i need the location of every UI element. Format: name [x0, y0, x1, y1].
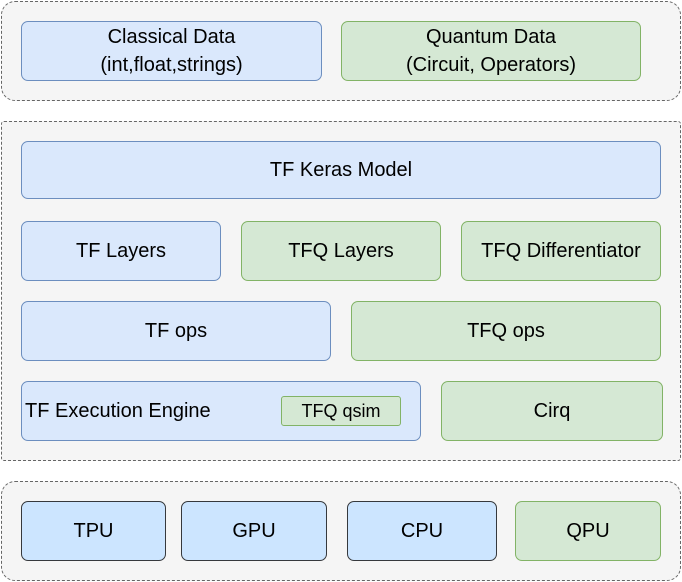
quantum-data-title: Quantum Data — [425, 26, 557, 48]
classical-data-box: Classical Data (int,float,strings) — [21, 21, 322, 81]
tfq-differentiator-box: TFQ Differentiator — [461, 221, 661, 281]
tf-execution-engine-label: TF Execution Engine — [25, 400, 211, 422]
gpu-label: GPU — [232, 520, 276, 542]
cpu-box: CPU — [347, 501, 497, 561]
qpu-box: QPU — [515, 501, 661, 561]
tfq-layers-box: TFQ Layers — [241, 221, 441, 281]
qpu-label: QPU — [566, 520, 610, 542]
tfq-differentiator-label: TFQ Differentiator — [481, 240, 641, 262]
gpu-box: GPU — [181, 501, 327, 561]
tf-keras-model-box: TF Keras Model — [21, 141, 661, 199]
quantum-data-types: (Circuit, Operators) — [405, 54, 577, 76]
quantum-data-box: Quantum Data (Circuit, Operators) — [341, 21, 641, 81]
classical-data-types: (int,float,strings) — [100, 54, 243, 76]
tf-layers-label: TF Layers — [75, 240, 167, 262]
tf-ops-label: TF ops — [144, 320, 208, 342]
tfq-ops-label: TFQ ops — [467, 320, 545, 342]
cpu-label: CPU — [400, 520, 444, 542]
cirq-box: Cirq — [441, 381, 663, 441]
tfq-ops-box: TFQ ops — [351, 301, 661, 361]
tf-keras-model-label: TF Keras Model — [269, 159, 413, 181]
cirq-label: Cirq — [533, 400, 571, 422]
classical-data-title: Classical Data — [107, 26, 236, 48]
tpu-label: TPU — [73, 520, 114, 542]
tf-ops-box: TF ops — [21, 301, 331, 361]
tfq-qsim-label: TFQ qsim — [301, 400, 381, 421]
tfq-layers-label: TFQ Layers — [288, 240, 394, 262]
tf-layers-box: TF Layers — [21, 221, 221, 281]
tfq-qsim-box: TFQ qsim — [281, 396, 401, 426]
tpu-box: TPU — [21, 501, 166, 561]
